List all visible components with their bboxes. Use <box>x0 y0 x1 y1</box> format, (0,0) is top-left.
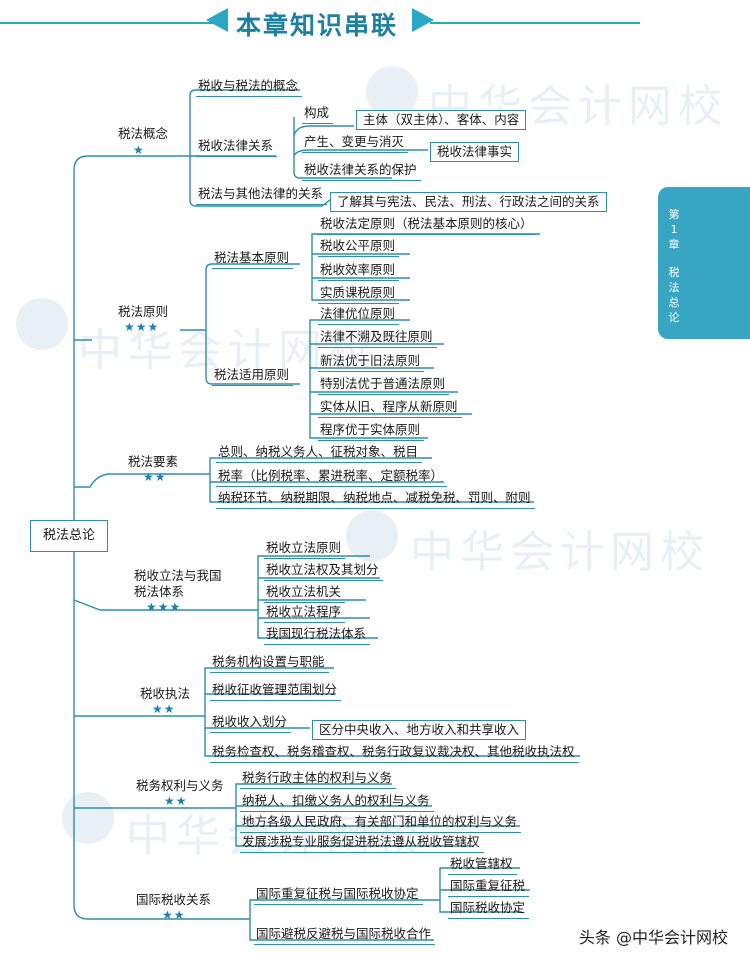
topic-node: 税法适用原则 <box>212 367 294 386</box>
topic-node: 税收管辖权 <box>448 856 517 875</box>
topic-node: 税收立法权及其划分 <box>264 562 383 581</box>
section-label: 税收执法 <box>140 686 191 701</box>
topic-node: 税收公平原则 <box>318 238 400 257</box>
topic-node: 实体从旧、程序从新原则 <box>318 399 462 418</box>
section-label: 税收立法与我国税法体系 <box>134 568 222 599</box>
topic-node: 税务行政主体的权利与义务 <box>240 770 397 789</box>
watermark-logo-icon <box>62 792 114 844</box>
topic-node: 构成 <box>302 105 334 124</box>
importance-stars: ★★ <box>152 702 176 716</box>
chapter-tab: 第1章 税法总论 <box>658 187 750 339</box>
topic-node: 地方各级人民政府、有关部门和单位的权利与义务 <box>240 814 522 833</box>
detail-box: 税收法律事实 <box>430 142 520 162</box>
topic-node: 税收立法程序 <box>264 604 346 623</box>
watermark: 中华会计网校 <box>126 811 426 862</box>
importance-stars: ★★★ <box>124 320 160 334</box>
detail-box: 区分中央收入、地方收入和共享收入 <box>312 720 527 740</box>
topic-node: 产生、变更与消灭 <box>302 134 409 153</box>
section-label: 税法原则 <box>118 304 169 319</box>
topic-node: 新法优于旧法原则 <box>318 353 425 372</box>
topic-node: 税收征收管理范围划分 <box>210 682 342 701</box>
topic-node: 国际重复征税 <box>448 878 530 897</box>
topic-node: 实质课税原则 <box>318 285 400 304</box>
header-wing-right <box>412 8 434 32</box>
topic-node: 税务机构设置与职能 <box>210 654 329 673</box>
section-label: 税法概念 <box>118 126 169 141</box>
importance-stars: ★ <box>133 143 145 157</box>
importance-stars: ★★★ <box>146 600 182 614</box>
source-credit: 头条 @中华会计网校 <box>578 928 728 947</box>
topic-node: 税务检查权、税务稽查权、税务行政复议裁决权、其他税收执法权 <box>210 744 579 763</box>
watermark-logo-icon <box>366 66 418 118</box>
topic-node: 法律不溯及既往原则 <box>318 329 437 348</box>
watermark-logo-icon <box>16 298 68 350</box>
chapter-name: 税法总论 <box>668 266 680 324</box>
topic-node: 税率（比例税率、累进税率、定额税率） <box>216 468 448 487</box>
topic-node: 纳税环节、纳税期限、纳税地点、减税免税、罚则、附则 <box>216 490 535 509</box>
detail-box: 了解其与宪法、民法、刑法、行政法之间的关系 <box>330 192 607 212</box>
topic-node: 税收效率原则 <box>318 262 400 281</box>
root-node: 税法总论 <box>30 520 109 552</box>
topic-node: 我国现行税法体系 <box>264 626 371 645</box>
topic-node: 程序优于实体原则 <box>318 422 425 441</box>
topic-node: 税收立法机关 <box>264 584 346 603</box>
topic-node: 税收与税法的概念 <box>196 78 303 97</box>
topic-node: 税收立法原则 <box>264 540 346 559</box>
topic-node: 国际税收协定 <box>448 900 530 919</box>
section-label: 税法要素 <box>128 454 179 469</box>
watermark-logo-icon <box>346 510 398 562</box>
header-rule-right <box>430 22 640 24</box>
header-wing-left <box>206 8 228 32</box>
chapter-number: 第1章 <box>668 208 680 251</box>
topic-node: 税法与其他法律的关系 <box>196 186 328 205</box>
topic-node: 国际避税反避税与国际税收合作 <box>254 926 436 945</box>
topic-node: 税收法律关系 <box>196 138 278 157</box>
topic-node: 税收法定原则（税法基本原则的核心） <box>318 216 537 235</box>
topic-node: 税收法律关系的保护 <box>302 162 421 181</box>
topic-node: 税法基本原则 <box>212 250 294 269</box>
topic-node: 发展涉税专业服务促进税法遵从税收管辖权 <box>240 834 484 853</box>
watermark: 中华会计网校 <box>410 527 710 578</box>
section-label: 国际税收关系 <box>136 892 212 907</box>
topic-node: 国际重复征税与国际税收协定 <box>254 886 423 905</box>
importance-stars: ★★ <box>143 470 167 484</box>
topic-node: 法律优位原则 <box>318 306 400 325</box>
header-rule-left <box>0 22 216 24</box>
section-label: 税务权利与义务 <box>136 778 224 793</box>
importance-stars: ★★ <box>162 908 186 922</box>
topic-node: 纳税人、扣缴义务人的权利与义务 <box>240 793 434 812</box>
page-title: 本章知识串联 <box>236 11 399 40</box>
detail-box: 主体（双主体）、客体、内容 <box>356 110 527 130</box>
topic-node: 总则、纳税义务人、征税对象、税目 <box>216 444 423 463</box>
topic-node: 税收收入划分 <box>210 714 292 733</box>
topic-node: 特别法优于普通法原则 <box>318 376 450 395</box>
importance-stars: ★★ <box>164 794 188 808</box>
